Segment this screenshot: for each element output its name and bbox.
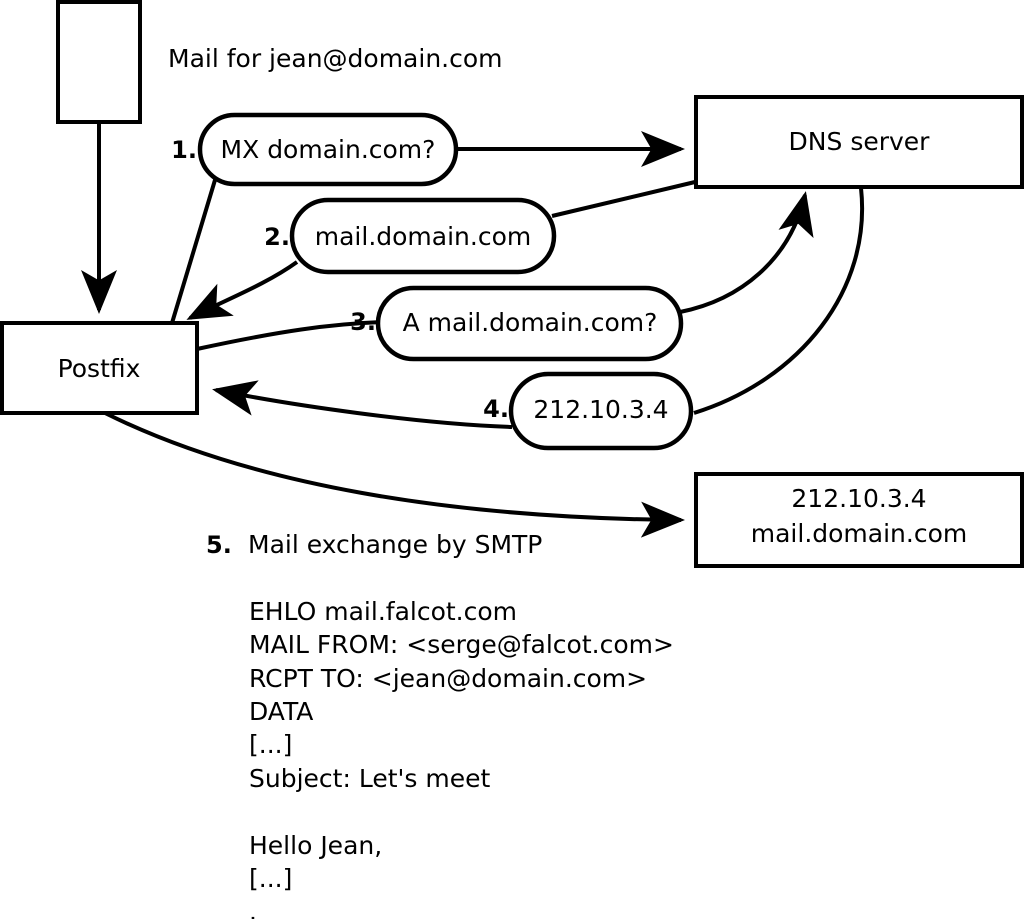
- transcript-line: RCPT TO: <jean@domain.com>: [249, 664, 647, 693]
- step-5-caption: Mail exchange by SMTP: [248, 530, 542, 559]
- step-3-label: A mail.domain.com?: [403, 308, 658, 337]
- node-dns-server-label: DNS server: [789, 127, 931, 156]
- connector-postfix-to-step1: [170, 179, 217, 324]
- node-target-ip-label: 212.10.3.4: [791, 484, 926, 513]
- transcript-line: .: [249, 897, 257, 919]
- connector-dns-to-step4: [693, 187, 865, 415]
- step-4-number: 4.: [483, 395, 509, 423]
- step-1-number: 1.: [171, 136, 197, 164]
- step-2: mail.domain.com 2.: [264, 197, 557, 275]
- connector-dns-to-step2: [551, 180, 696, 218]
- connector-postfix-to-step3: [196, 320, 384, 351]
- transcript-line: [...]: [249, 730, 292, 759]
- step-1-label: MX domain.com?: [221, 135, 436, 164]
- step-3: A mail.domain.com? 3.: [350, 285, 684, 362]
- step-4: 212.10.3.4 4.: [483, 371, 694, 451]
- connector-postfix-to-target: [104, 411, 685, 538]
- diagram-title: Mail for jean@domain.com: [168, 44, 503, 73]
- step-5: 5. Mail exchange by SMTP: [206, 530, 542, 559]
- smtp-transcript: EHLO mail.falcot.com MAIL FROM: <serge@f…: [249, 597, 674, 919]
- node-target-hostname-label: mail.domain.com: [751, 519, 967, 548]
- node-postfix-label: Postfix: [58, 354, 141, 383]
- transcript-line: [...]: [249, 864, 292, 893]
- node-dns-server: DNS server: [694, 95, 1024, 189]
- transcript-line: DATA: [249, 697, 313, 726]
- transcript-line: Subject: Let's meet: [249, 764, 490, 793]
- node-target-mail-server: 212.10.3.4 mail.domain.com: [694, 472, 1024, 568]
- transcript-line: Hello Jean,: [249, 831, 382, 860]
- node-sender: [56, 0, 142, 124]
- node-postfix: Postfix: [0, 321, 199, 415]
- step-3-number: 3.: [350, 308, 376, 336]
- transcript-line: MAIL FROM: <serge@falcot.com>: [249, 630, 674, 659]
- connector-step4-to-postfix: [212, 380, 513, 429]
- step-4-label: 212.10.3.4: [533, 395, 668, 424]
- step-2-number: 2.: [264, 223, 290, 251]
- step-1: MX domain.com? 1.: [171, 112, 459, 187]
- step-2-label: mail.domain.com: [315, 222, 531, 251]
- connector-step2-to-postfix: [186, 260, 299, 320]
- transcript-line: EHLO mail.falcot.com: [249, 597, 517, 626]
- connector-step3-to-dns: [679, 191, 814, 314]
- step-5-number: 5.: [206, 531, 232, 559]
